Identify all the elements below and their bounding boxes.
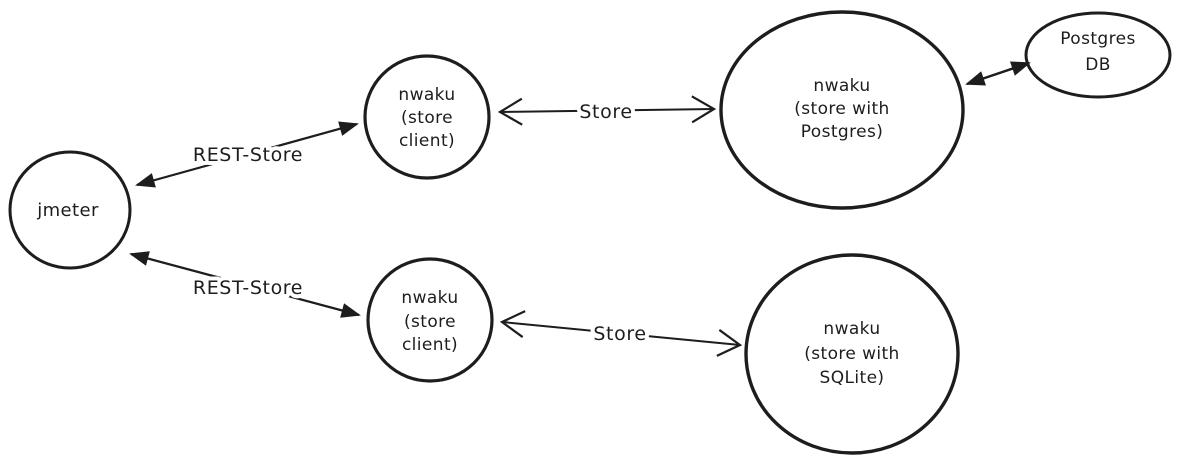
node-nwaku-store-client-top-label-line2: (store [401, 108, 453, 128]
node-nwaku-store-client-bottom-label-line2: (store [404, 312, 456, 332]
node-nwaku-store-sqlite: nwaku (store with SQLite) [744, 253, 960, 455]
node-jmeter-label: jmeter [36, 200, 99, 221]
store-top-label: Store [579, 101, 632, 123]
node-postgres-db: Postgres DB [1024, 11, 1172, 99]
node-nwaku-store-sqlite-label-line2: (store with [804, 344, 900, 364]
node-nwaku-store-postgres-label-line2: (store with [794, 99, 890, 119]
edge-store-top: Store [497, 95, 717, 127]
node-nwaku-store-client-bottom: nwaku (store client) [366, 257, 494, 383]
postgres-db-link-arrow [965, 61, 1031, 86]
rest-store-top-arrow [135, 121, 359, 188]
node-nwaku-store-client-bottom-label-line3: client) [402, 335, 458, 355]
edge-rest-store-top: REST-Store [135, 121, 359, 188]
node-nwaku-store-sqlite-label-line1: nwaku [823, 319, 880, 339]
store-top-arrow [497, 95, 717, 126]
node-jmeter: jmeter [8, 150, 132, 270]
store-bottom-label: Store [593, 323, 646, 345]
node-nwaku-store-client-top-label-line3: client) [399, 131, 455, 151]
node-nwaku-store-client-top: nwaku (store client) [363, 54, 491, 180]
node-nwaku-store-sqlite-shape [744, 253, 960, 455]
node-nwaku-store-postgres-label-line1: nwaku [813, 76, 870, 96]
rest-store-top-label: REST-Store [193, 144, 303, 166]
node-nwaku-store-client-top-label-line1: nwaku [398, 85, 455, 105]
node-nwaku-store-postgres-shape [719, 10, 965, 210]
store-bottom-arrow [499, 310, 743, 357]
node-jmeter-shape [8, 150, 132, 270]
node-nwaku-store-client-bottom-shape [366, 257, 494, 383]
node-nwaku-store-postgres: nwaku (store with Postgres) [719, 10, 965, 210]
node-nwaku-store-postgres-label-line3: Postgres) [801, 122, 884, 142]
edge-rest-store-bottom: REST-Store [129, 251, 361, 318]
node-postgres-db-shape [1024, 11, 1172, 99]
node-postgres-db-label-line1: Postgres [1060, 29, 1136, 49]
rest-store-bottom-label: REST-Store [193, 277, 303, 299]
node-nwaku-store-client-bottom-label-line1: nwaku [401, 288, 458, 308]
node-nwaku-store-sqlite-label-line3: SQLite) [820, 368, 885, 388]
node-postgres-db-label-line2: DB [1085, 55, 1111, 75]
rest-store-bottom-arrow [129, 251, 361, 318]
node-nwaku-store-client-top-shape [363, 54, 491, 180]
edge-store-bottom: Store [499, 310, 743, 357]
edge-postgres-db-link [965, 61, 1031, 86]
